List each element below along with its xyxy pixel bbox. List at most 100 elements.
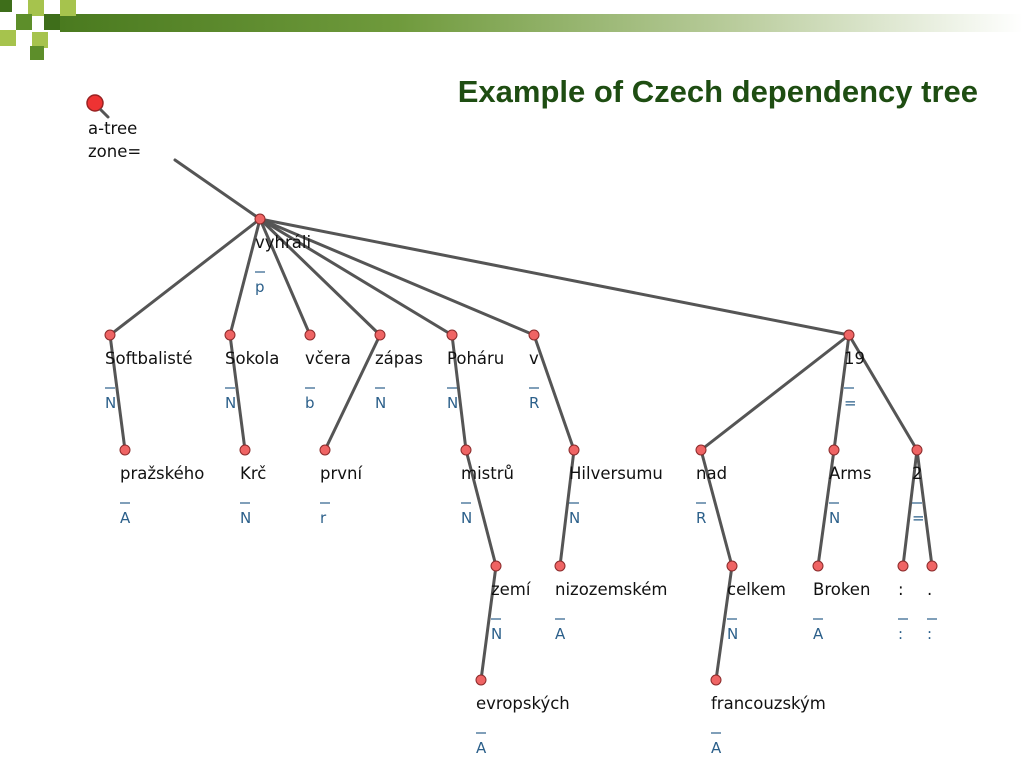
tree-node-tag: N [375,394,386,412]
tree-edges [108,158,934,682]
tree-node-form: zemí [491,580,532,599]
root-node-stem [99,108,110,119]
tree-node-tag: : [927,625,932,643]
tree-node-form: : [898,580,904,599]
tree-node-tag: R [696,509,706,527]
slide-title: Example of Czech dependency tree [457,74,978,109]
tree-edge-vyhrali [173,158,262,221]
tree-node-dot [460,444,472,456]
tree-node-prvni: první r [319,444,363,527]
tree-nodes: vyhrálipSoftbalistéNSokolaNvčerabzápasNP… [104,213,938,757]
tree-node-form: celkem [727,580,786,599]
tree-node-v: vR [528,329,540,412]
tree-node-n2: 2= [911,444,925,527]
tree-node-tag: N [829,509,840,527]
tree-node-dot [828,444,840,456]
tree-node-dot [926,560,938,572]
logo-square [32,32,48,48]
logo-square [44,14,60,30]
tree-node-tag: N [105,394,116,412]
logo-square [30,46,44,60]
tree-edge-celkem [699,448,734,568]
tree-node-form: první [320,464,363,483]
tree-edge-broken [816,448,836,568]
tree-node-tag: A [813,625,824,643]
tree-node-colon: :: [897,560,909,643]
tree-node-form: zápas [375,349,423,368]
tree-node-dot [726,560,738,572]
tree-node-tag: N [447,394,458,412]
tree-node-vcera: včera b [304,329,351,412]
tree-edge-arms [832,333,851,452]
tree-node-form: nizozemském [555,580,667,599]
tree-node-dot [104,329,116,341]
tree-node-dot [695,444,707,456]
tree-node-dot [224,329,236,341]
tree-node-form: Broken [813,580,870,599]
tree-node-dot [490,560,502,572]
root-label-line-1: a-tree [88,119,137,138]
tree-node-tag: A [476,739,487,757]
tree-node-tag: A [555,625,566,643]
tree-edge-nad [699,333,851,452]
tree-edge-prazskeho [108,333,127,452]
tree-node-tag: N [461,509,472,527]
tree-edge-krc [228,333,247,452]
tree-node-tag: N [240,509,251,527]
logo-square [0,0,12,12]
tree-node-tag: b [305,394,315,412]
tree-node-dot [446,329,458,341]
tree-node-tag: A [711,739,722,757]
tree-node-dot [239,444,251,456]
tree-node-form: nad [696,464,727,483]
logo-square [16,14,32,30]
tree-edge-francouzskym [714,564,734,682]
logo-square [28,0,44,16]
tree-node-form: vyhráli [255,233,311,252]
tree-edge-mistru [450,333,468,452]
tree-node-dot [304,329,316,341]
tree-edge-period [915,448,934,568]
tree-root: a-tree zone= [86,94,141,161]
tree-edge-nizozemskem [558,448,576,568]
tree-node-dot [911,444,923,456]
tree-node-form: včera [305,349,351,368]
tree-edge-prvni [323,333,382,452]
tree-edge-zemi [464,448,498,568]
tree-node-dot [554,560,566,572]
tree-node-tag: = [844,394,857,412]
tree-node-dot [843,329,855,341]
tree-node-form: Softbalisté [105,349,193,368]
tree-node-tag: N [225,394,236,412]
tree-node-dot [812,560,824,572]
tree-node-dot [897,560,909,572]
logo-square [0,30,16,46]
tree-edge-zapas [258,217,382,337]
tree-node-dot [319,444,331,456]
tree-node-tag: N [569,509,580,527]
tree-edge-v [258,217,536,337]
tree-node-dot [374,329,386,341]
tree-node-dot [528,329,540,341]
tree-edge-vcera [258,217,312,337]
tree-node-n19: 19= [843,329,865,412]
tree-node-form: Sokola [225,349,279,368]
tree-node-dot [568,444,580,456]
tree-node-form: Hilversumu [569,464,663,483]
root-node-dot [86,94,104,112]
tree-edge-poharu [258,217,454,337]
tree-node-tag: r [320,509,327,527]
